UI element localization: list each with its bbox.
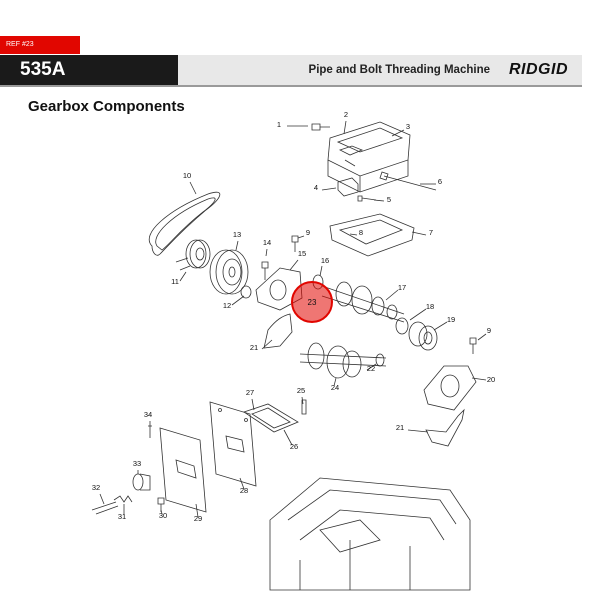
callout-number[interactable]: 24 <box>331 383 339 392</box>
callout-number[interactable]: 9 <box>487 326 491 335</box>
callout-number[interactable]: 34 <box>144 410 152 419</box>
callout-number[interactable]: 11 <box>171 277 179 286</box>
callout-number[interactable]: 30 <box>159 511 167 520</box>
callout-number[interactable]: 4 <box>314 183 318 192</box>
callout-number[interactable]: 17 <box>398 283 406 292</box>
callout-number[interactable]: 3 <box>406 122 410 131</box>
gearbox-base-part <box>269 477 471 591</box>
large-pulley-part <box>209 249 249 295</box>
callout-number[interactable]: 6 <box>438 177 442 186</box>
callout-number[interactable]: 32 <box>92 483 100 492</box>
highlighted-callout-23[interactable]: 23 <box>291 281 333 323</box>
callout-number[interactable]: 1 <box>277 120 281 129</box>
side-plate-part <box>209 401 257 487</box>
spring-part <box>113 495 133 503</box>
callout-number[interactable]: 31 <box>118 512 126 521</box>
callout-number[interactable]: 22 <box>367 364 375 373</box>
section-title: Gearbox Components <box>28 98 185 115</box>
callout-number[interactable]: 10 <box>183 171 191 180</box>
highlight-label: 23 <box>308 298 317 307</box>
gearbox-cover-part <box>327 121 411 193</box>
bearing-part <box>408 321 438 351</box>
model-number: 535A <box>0 55 178 85</box>
callout-number[interactable]: 21 <box>250 343 258 352</box>
callout-number[interactable]: 33 <box>133 459 141 468</box>
header-bar: 535A Pipe and Bolt Threading Machine RID… <box>0 55 582 87</box>
handle-part <box>91 501 119 515</box>
callout-number[interactable]: 25 <box>297 386 305 395</box>
snap-ring-part <box>395 317 409 335</box>
knob-part <box>132 473 151 491</box>
output-shaft-part <box>299 342 387 379</box>
screw-part <box>469 337 477 354</box>
callout-number[interactable]: 27 <box>246 388 254 397</box>
end-cover-part <box>423 365 477 411</box>
seal-plate-part <box>243 403 299 433</box>
gasket-part <box>263 313 293 349</box>
callout-number[interactable]: 8 <box>359 228 363 237</box>
screw-part <box>157 497 165 512</box>
callout-number[interactable]: 13 <box>233 230 241 239</box>
callout-number[interactable]: 29 <box>194 514 202 523</box>
callout-number[interactable]: 26 <box>290 442 298 451</box>
callout-number[interactable]: 2 <box>344 110 348 119</box>
callout-number[interactable]: 15 <box>298 249 306 258</box>
gasket-part <box>425 408 465 447</box>
callout-number[interactable]: 19 <box>447 315 455 324</box>
callout-number[interactable]: 5 <box>387 195 391 204</box>
callout-number[interactable]: 28 <box>240 486 248 495</box>
callout-labels: 1234567891011121314151617181992021222425… <box>92 110 495 523</box>
screw-part <box>311 123 330 131</box>
rod-part <box>379 171 437 191</box>
callout-number[interactable]: 12 <box>223 301 231 310</box>
access-plate-part <box>159 427 207 513</box>
machine-title: Pipe and Bolt Threading Machine <box>308 64 490 76</box>
guard-plate-part <box>329 213 415 257</box>
screw-part <box>261 261 269 280</box>
screw-part <box>301 399 307 415</box>
callout-number[interactable]: 7 <box>429 228 433 237</box>
key-block-part <box>337 177 359 197</box>
washer-part <box>240 285 252 299</box>
screw-part <box>148 425 152 438</box>
callout-number[interactable]: 9 <box>306 228 310 237</box>
callout-number[interactable]: 21 <box>396 423 404 432</box>
screw-part <box>291 235 299 252</box>
small-pulley-part <box>175 239 211 271</box>
ref-tag: REF #23 <box>0 36 80 54</box>
callout-number[interactable]: 14 <box>263 238 271 247</box>
callout-number[interactable]: 16 <box>321 256 329 265</box>
drive-belt-part <box>148 191 221 256</box>
brand-logo: RIDGID <box>509 61 568 78</box>
callout-number[interactable]: 20 <box>487 375 495 384</box>
gear-shaft-part <box>312 274 405 323</box>
callout-number[interactable]: 18 <box>426 302 434 311</box>
screw-part <box>357 195 377 202</box>
